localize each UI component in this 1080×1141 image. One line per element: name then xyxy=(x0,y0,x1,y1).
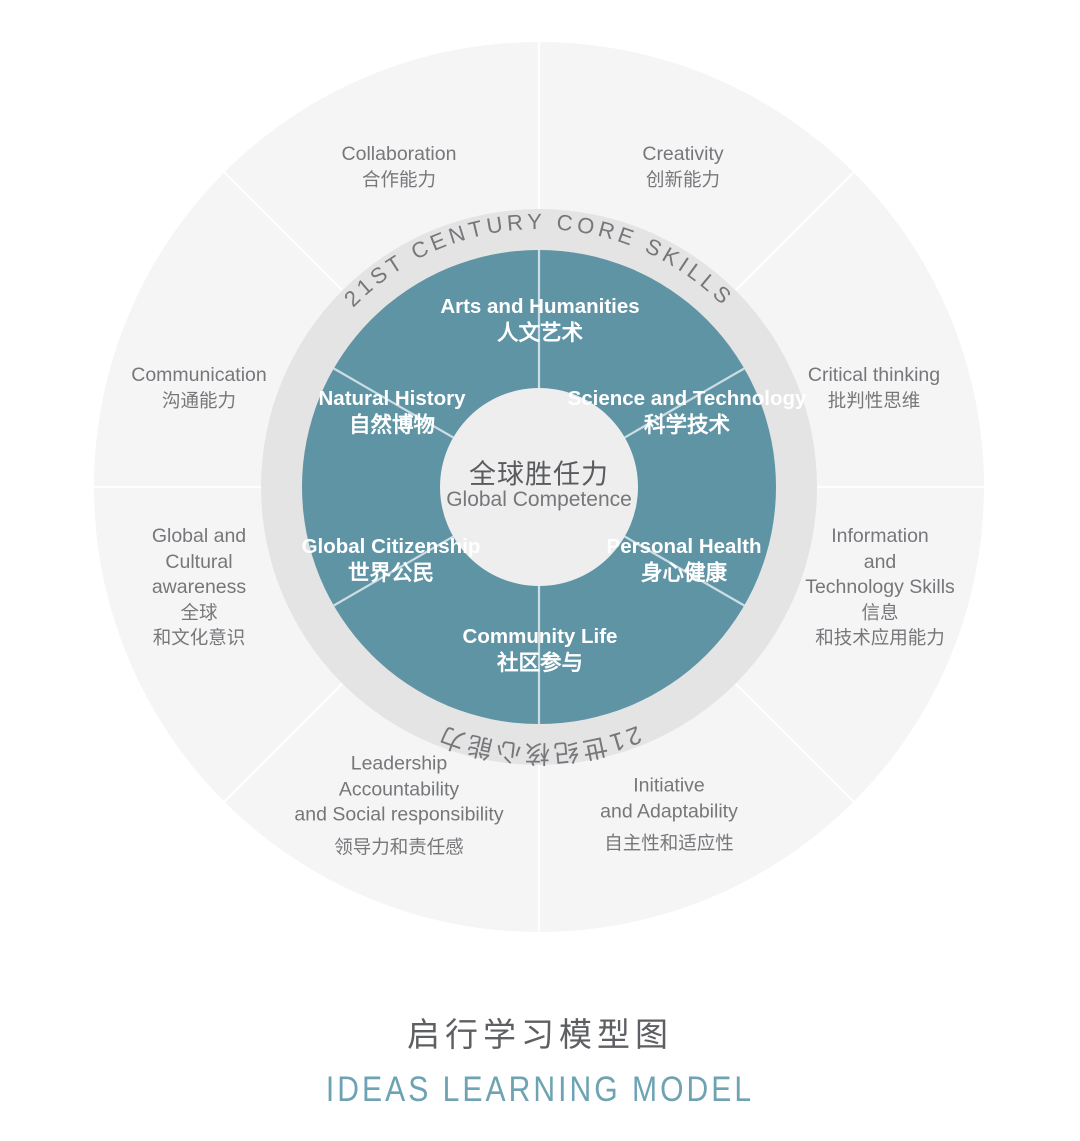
inner-label-community-life: Community Life 社区参与 xyxy=(462,625,618,676)
outer-label-collaboration: Collaboration 合作能力 xyxy=(341,142,457,190)
outer-label-critical-thinking: Critical thinking 批判性思维 xyxy=(807,363,941,411)
center-title-en: Global Competence xyxy=(446,488,632,511)
inner-label-global-citizenship: Global Citizenship 世界公民 xyxy=(301,535,481,586)
label-spacer xyxy=(294,829,503,836)
outer-label-leadership-accountability: Leadership Accountability and Social res… xyxy=(294,752,504,858)
outer-label-global-cultural-awareness: Global and Cultural awareness 全球 和文化意识 xyxy=(151,524,247,648)
inner-label-personal-health: Personal Health 身心健康 xyxy=(606,535,762,586)
inner-label-arts-and-humanities: Arts and Humanities 人文艺术 xyxy=(440,295,640,346)
page-title-en: IDEAS LEARNING MODEL xyxy=(325,1070,755,1109)
outer-label-information-technology-skills: Information and Technology Skills 信息 和技术… xyxy=(805,524,955,648)
inner-label-science-and-technology: Science and Technology 科学技术 xyxy=(567,387,807,438)
center-circle xyxy=(440,388,638,586)
label-spacer xyxy=(600,825,738,832)
outer-label-communication: Communication 沟通能力 xyxy=(131,363,267,411)
inner-label-natural-history: Natural History 自然博物 xyxy=(318,387,466,438)
outer-label-creativity: Creativity 创新能力 xyxy=(642,142,724,190)
page-title-cn: 启行学习模型图 xyxy=(407,1016,673,1053)
center-title-cn: 全球胜任力 xyxy=(469,459,609,490)
outer-label-initiative-adaptability: Initiative and Adaptability 自主性和适应性 xyxy=(600,774,738,855)
